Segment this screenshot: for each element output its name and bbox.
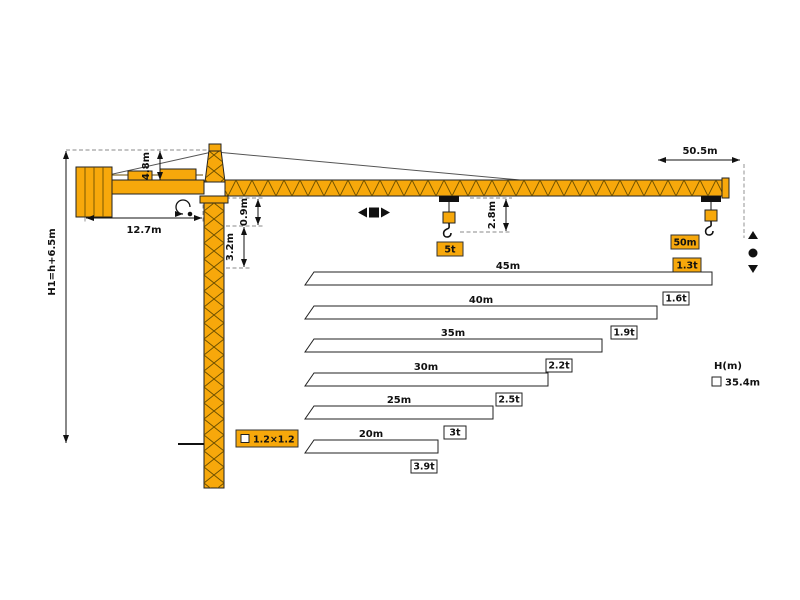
dim-counterjib-label: 12.7m xyxy=(126,225,161,236)
height-legend: H(m) 35.4m xyxy=(711,361,760,389)
hook-travel-icon xyxy=(748,231,758,273)
dim-hook-drop-label: 2.8m xyxy=(487,201,498,229)
hook-block-tip xyxy=(704,209,718,222)
hook-block-mid xyxy=(442,211,456,224)
slewing-icon xyxy=(174,199,193,217)
jib-tip xyxy=(721,177,730,199)
tower-mast xyxy=(203,202,225,489)
main-jib xyxy=(224,177,730,199)
tie-bars xyxy=(94,151,521,181)
apex-cap xyxy=(208,143,222,152)
jib-variant-row: 40m 1.9t xyxy=(304,295,658,340)
jib-variant-row: 30m 2.5t xyxy=(304,362,549,407)
mast-section-badge: 1.2×1.2 xyxy=(235,429,299,448)
jib-variant-length: 35m xyxy=(441,328,465,339)
height-legend-value: 35.4m xyxy=(725,378,760,389)
turntable xyxy=(199,195,229,204)
mid-load-label: 5t xyxy=(444,245,456,256)
crane-structure xyxy=(75,143,730,489)
jib-variant-length: 40m xyxy=(469,295,493,306)
jib-variant-row: 35m 2.2t xyxy=(304,328,603,373)
tower-head xyxy=(204,143,226,183)
jib-variant-load: 2.2t xyxy=(548,361,570,372)
dim-total-jib: 50.5m xyxy=(658,146,740,163)
jib-variant-length: 30m xyxy=(414,362,438,373)
jib-variant-row: 20m 3.9t xyxy=(304,429,439,474)
dim-tower-head-label: 4.8m xyxy=(141,152,152,180)
hoist-winch xyxy=(159,168,197,181)
tip-radius-label: 50m xyxy=(673,238,696,249)
hook-tip xyxy=(704,220,714,236)
tip-load-label: 1.3t xyxy=(676,261,698,272)
jib-variant-load: 1.9t xyxy=(613,328,635,339)
jib-variant-load: 3.9t xyxy=(413,462,435,473)
jib-variant-length: 25m xyxy=(387,395,411,406)
jib-variant-load: 2.5t xyxy=(498,395,520,406)
height-legend-title: H(m) xyxy=(714,361,742,372)
dim-tower-head: 4.8m xyxy=(141,151,163,180)
jib-variant-length: 20m xyxy=(359,429,383,440)
tip-load-badge: 1.3t xyxy=(672,257,702,273)
tip-radius-badge: 50m xyxy=(670,234,700,250)
jib-variant-row: 45m 1.6t xyxy=(304,261,713,306)
dim-jib-depth-label: 0.9m xyxy=(239,198,250,226)
counterjib-machinery-box xyxy=(127,170,153,181)
trolley-tip xyxy=(701,196,721,236)
dim-hook-height-label: H1=h+6.5m xyxy=(47,228,58,295)
dim-head-offset: 3.2m xyxy=(225,227,247,267)
jib-variant-row: 25m 3t xyxy=(304,395,494,440)
section-symbol-icon xyxy=(240,434,250,443)
dim-hook-height: H1=h+6.5m xyxy=(47,151,69,443)
dim-hook-drop: 2.8m xyxy=(487,199,509,231)
dim-counterjib: 12.7m xyxy=(86,215,202,236)
dim-head-offset-label: 3.2m xyxy=(225,233,236,261)
trolley-travel-icon xyxy=(358,207,390,218)
jib-variant-load: 1.6t xyxy=(665,294,687,305)
dim-jib-depth: 0.9m xyxy=(239,198,261,226)
reference-lines xyxy=(66,149,745,269)
jib-variant-load: 3t xyxy=(449,428,461,439)
mast-section-label: 1.2×1.2 xyxy=(253,435,295,446)
trolley-mid xyxy=(439,196,459,238)
counterweight xyxy=(75,166,113,218)
jib-variant-length: 45m xyxy=(496,261,520,272)
mid-load-badge: 5t xyxy=(436,241,464,257)
hook-mid xyxy=(442,222,452,238)
height-checkbox-icon xyxy=(711,376,722,387)
dim-total-jib-label: 50.5m xyxy=(682,146,717,157)
